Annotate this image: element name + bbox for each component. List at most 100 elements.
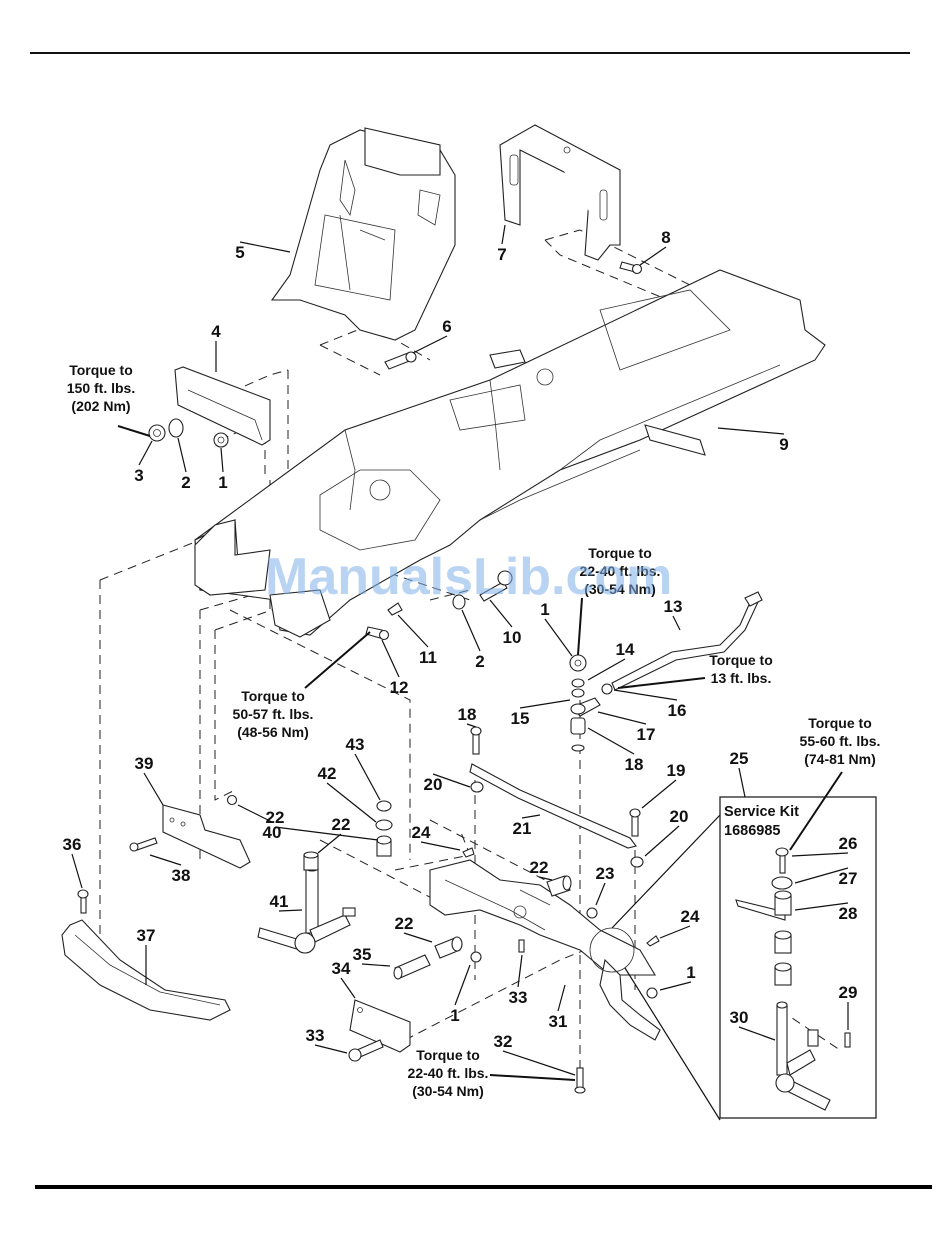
leader-c1d xyxy=(659,981,692,991)
leader-c13 xyxy=(672,615,681,631)
callout-34: 34 xyxy=(332,959,351,978)
callout-7: 7 xyxy=(497,245,506,264)
callout-42: 42 xyxy=(318,764,337,783)
torque-note-line: 22-40 ft. lbs. xyxy=(580,563,661,579)
torque-note-line: 150 ft. lbs. xyxy=(67,380,135,396)
detail-leader xyxy=(611,814,721,1121)
torque-leader xyxy=(789,771,843,851)
part-nut-23 xyxy=(586,907,598,919)
callout-14: 14 xyxy=(616,640,635,659)
part-tie-rod-21 xyxy=(469,763,637,849)
part-washer-2b xyxy=(452,594,466,610)
leader-c34 xyxy=(340,977,356,999)
callout-5: 5 xyxy=(235,243,244,262)
part-bolt-12 xyxy=(365,626,390,641)
leader-c16 xyxy=(613,689,678,701)
callout-20: 20 xyxy=(670,807,689,826)
part-nut-1 xyxy=(213,432,229,448)
leader-c1b xyxy=(544,618,573,657)
leader-c22d xyxy=(274,826,379,841)
callout-13: 13 xyxy=(664,597,683,616)
part-spindle-41 xyxy=(257,864,356,954)
leader-c17 xyxy=(597,711,647,725)
part-drag-link-13 xyxy=(611,591,763,691)
part-bolt-38 xyxy=(129,837,158,852)
torque-leader xyxy=(117,425,151,437)
part-bushing-22f xyxy=(774,962,792,986)
part-washer-42 xyxy=(375,819,393,831)
top-rule xyxy=(30,52,910,54)
leader-c19 xyxy=(641,779,677,809)
leader-c26 xyxy=(791,852,849,857)
callout-18: 18 xyxy=(458,705,477,724)
torque-leader xyxy=(617,677,706,689)
callout-17: 17 xyxy=(637,725,656,744)
leader-c24a xyxy=(420,841,461,851)
callout-20: 20 xyxy=(424,775,443,794)
leader-c32 xyxy=(502,1050,576,1076)
callout-3: 3 xyxy=(134,466,143,485)
part-bolt-32 xyxy=(574,1067,586,1094)
part-mount-bracket xyxy=(499,124,621,261)
part-bolt-10 xyxy=(479,570,513,602)
torque-note-line: (30-54 Nm) xyxy=(584,581,656,597)
part-dash-panel xyxy=(270,127,456,341)
callout-18: 18 xyxy=(625,755,644,774)
callout-22: 22 xyxy=(395,914,414,933)
callout-10: 10 xyxy=(503,628,522,647)
part-washer-43 xyxy=(376,800,392,812)
callout-2: 2 xyxy=(475,652,484,671)
leader-c20a xyxy=(432,773,471,788)
part-bolt-33 xyxy=(348,1039,384,1062)
leader-c18a xyxy=(466,723,477,728)
part-ball-joint-17 xyxy=(570,697,601,717)
leader-c15 xyxy=(519,699,571,709)
leader-c18b xyxy=(587,727,635,755)
callout-9: 9 xyxy=(779,435,788,454)
leader-c43 xyxy=(354,753,381,801)
part-bolt-19 xyxy=(629,808,641,837)
leader-c30 xyxy=(738,1026,776,1041)
callout-1: 1 xyxy=(218,473,227,492)
torque-leader xyxy=(577,597,583,656)
part-nut-40 xyxy=(226,794,238,806)
callout-27: 27 xyxy=(839,869,858,888)
part-nut-1b xyxy=(569,654,587,672)
part-bumper-bracket-4 xyxy=(174,366,271,446)
callout-11: 11 xyxy=(419,648,437,667)
leader-c38 xyxy=(149,854,182,866)
service-kit-title: Service Kit xyxy=(724,804,799,820)
torque-note-line: 13 ft. lbs. xyxy=(711,670,772,686)
part-bracket-34 xyxy=(349,999,411,1053)
leader-c3 xyxy=(138,440,153,466)
leader-c6 xyxy=(412,335,448,354)
leader-c9 xyxy=(717,427,785,435)
part-spindle-30 xyxy=(775,1001,831,1111)
leader-c21 xyxy=(521,814,541,819)
callout-35: 35 xyxy=(353,945,372,964)
callout-1: 1 xyxy=(686,963,695,982)
torque-leader xyxy=(304,631,371,689)
part-bumper-37 xyxy=(61,919,231,1021)
torque-leader xyxy=(489,1074,576,1081)
bottom-rule xyxy=(35,1185,932,1189)
leader-c23 xyxy=(595,882,606,906)
callout-1: 1 xyxy=(450,1006,459,1025)
part-fitting-11 xyxy=(387,602,403,616)
leader-c2b xyxy=(461,609,481,652)
callout-28: 28 xyxy=(839,904,858,923)
callout-6: 6 xyxy=(442,317,451,336)
callout-29: 29 xyxy=(839,983,858,1002)
part-nut-1c xyxy=(470,951,482,963)
leader-c24b xyxy=(659,925,691,939)
leader-c35 xyxy=(361,963,391,967)
callout-43: 43 xyxy=(346,735,365,754)
watermark: ManualsLib.com xyxy=(265,548,672,606)
part-fitting-24a xyxy=(462,847,475,858)
service-kit-panel: Service Kit 1686985 xyxy=(719,796,877,1119)
leader-c10 xyxy=(489,599,513,628)
